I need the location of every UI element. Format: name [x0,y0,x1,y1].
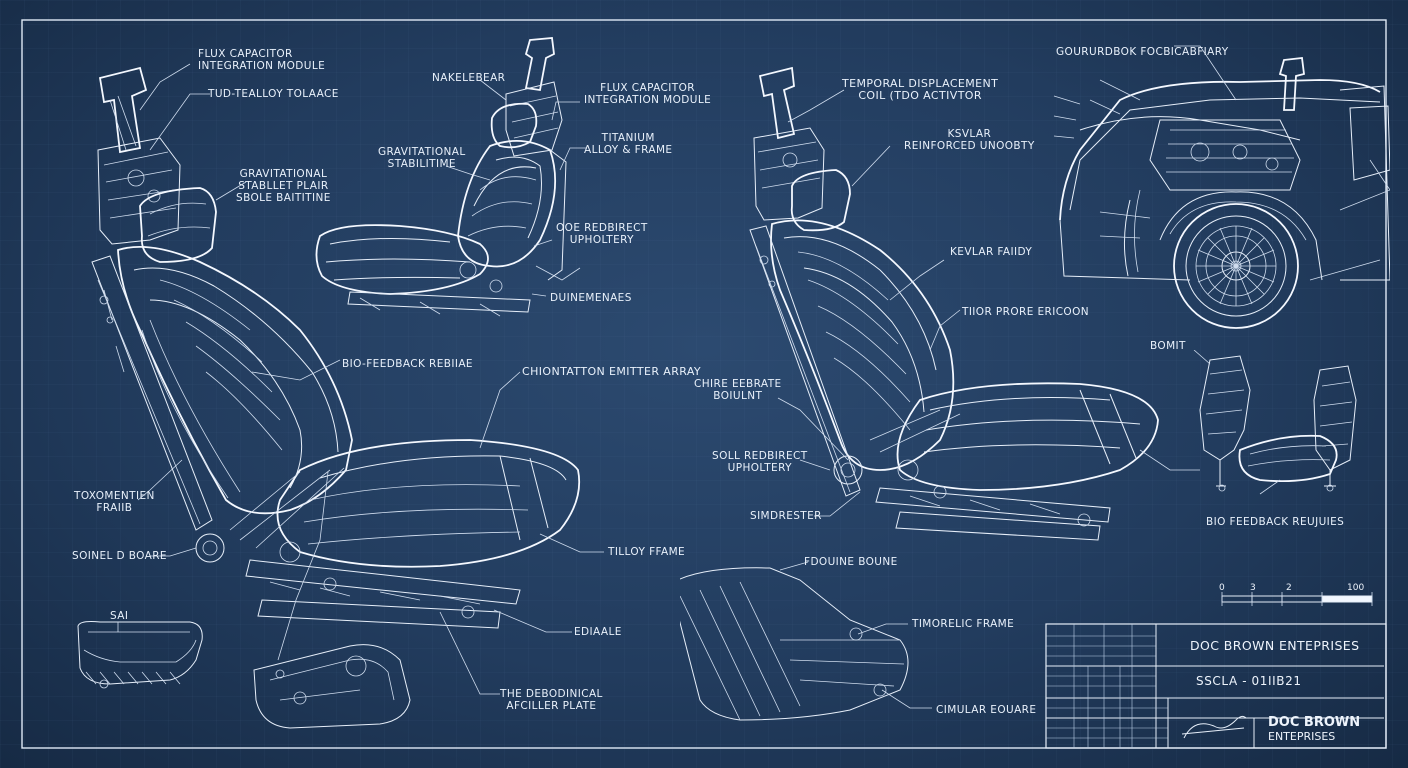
scale-tick-3: 100 [1347,583,1365,593]
seat-large-left-drawing [77,63,604,729]
callout-fdouine-boune-line-1: FDOUINE BOUNE [804,556,898,568]
callout-titanium-alloy-frame-line-2: ALLOY & FRAME [584,144,673,156]
vehicle-cutaway-drawing [1053,45,1390,329]
callout-ediaale: EDIAALE [574,626,622,638]
callout-gravitational-left-line-3: SBOLE BAITITINE [236,192,331,204]
callout-tud-tealloy: TUD-TEALLOY TOLAACE [208,88,339,100]
callout-cimular-eouare: CIMULAR EOUARE [936,704,1036,716]
callout-timorelic-frame-line-1: TIMORELIC FRAME [912,618,1015,630]
callout-duinemenaes: DUINEMENAES [550,292,632,304]
callout-simdrester: SIMDRESTER [750,510,822,522]
callout-flux-capacitor-left-line-1: FLUX CAPACITOR [198,48,293,60]
callout-cimular-eouare-line-1: CIMULAR EOUARE [936,704,1037,716]
callout-bio-feedback-left-line-1: BIO-FEEDBACK REBIIAE [342,358,473,370]
callout-ediaale-line-1: EDIAALE [574,626,622,638]
callout-sai: SAI [110,610,128,622]
callout-temporal-displacement-coil-line-2: COIL (TDO ACTIVTOR [858,89,982,102]
drawing-border [21,19,1387,749]
title-block-company: DOC BROWN ENTEPRISES [1190,638,1360,653]
callout-bio-feedback-left: BIO-FEEDBACK REBIIAE [342,358,473,370]
callout-nakelebear: NAKELEBEAR [432,72,505,84]
callout-tiior-proreeicon-line-1: TIIOR PRORE ERICOON [962,306,1090,318]
callout-chire-eebrate-line-2: BOIULNT [713,390,763,402]
seat-large-right-drawing [680,66,1200,721]
seat-small-right-drawing [1193,350,1357,495]
scale-tick-2: 2 [1286,583,1292,593]
callout-chire-eebrate-line-1: CHIRE EEBRATE [694,378,782,390]
callout-goururdbok-line-1: GOURURDBOK FOCBICABFIARY [1056,46,1229,58]
callout-soll-redbirect-upholstery-line-2: UPHOLTERY [727,462,792,474]
callout-tilloy-frame: TILLOY FFAME [608,546,685,558]
callout-orientation-emitter-array-line-1: CHIONTATTON EMITTER ARRAY [522,365,702,378]
title-block-logo-line2: ENTEPRISES [1268,730,1336,743]
callout-tud-tealloy-line-1: TUD-TEALLOY TOLAACE [208,88,339,100]
callout-bio-feedback-right: BIO FEEDBACK REUJUIES [1206,516,1344,528]
callout-gravitational-top-line-2: STABILITIME [387,158,456,170]
callout-toxomentien-frame-line-2: FRAIIB [96,502,133,514]
callout-ooe-redbirect-upholstery-line-2: UPHOLTERY [569,234,634,246]
callout-the-debodinical-plate-line-1: THE DEBODINICAL [500,688,603,700]
callout-tiior-proreeicon: TIIOR PRORE ERICOON [962,306,1089,318]
callout-soinel-board: SOINEL D BOARE [72,550,167,562]
callout-simdrester-line-1: SIMDRESTER [750,510,822,522]
scale-tick-1: 3 [1250,583,1256,593]
callout-goururdbok: GOURURDBOK FOCBICABFIARY [1056,46,1229,58]
callout-bomit: BOMIT [1150,340,1186,352]
callout-gravitational-top-line-1: GRAVITATIONAL [378,146,466,158]
callout-kevlar-reinforced-line-1: KSVLAR [947,128,992,140]
scale-bar [1221,592,1373,606]
callout-toxomentien-frame-line-1: TOXOMENTIEN [74,490,155,502]
callout-bomit-line-1: BOMIT [1150,340,1186,352]
callout-orientation-emitter-array: CHIONTATTON EMITTER ARRAY [522,366,701,378]
callout-gravitational-left-line-2: STABLLET PLAIR [238,180,329,192]
callout-gravitational-left-line-1: GRAVITATIONAL [239,168,328,180]
callout-timorelic-frame: TIMORELIC FRAME [912,618,1014,630]
scale-tick-0: 0 [1219,583,1225,593]
callout-kevlar-fairy-line-1: KEVLAR FAIIDY [950,246,1033,258]
callout-soll-redbirect-upholstery-line-1: SOLL REDBIRECT [712,450,808,462]
callout-kevlar-reinforced-line-2: REINFORCED UNOOBTY [904,140,1035,152]
callout-sai-line-1: SAI [110,610,129,622]
callout-fdouine-boune: FDOUINE BOUNE [804,556,898,568]
title-block [1045,623,1387,749]
callout-flux-capacitor-top-line-1: FLUX CAPACITOR [600,82,695,94]
seat-small-top-drawing [315,37,586,317]
callout-soinel-board-line-1: SOINEL D BOARE [72,550,167,562]
callout-kevlar-fairy: KEVLAR FAIIDY [950,246,1032,258]
callout-tilloy-frame-line-1: TILLOY FFAME [608,546,686,558]
callout-flux-capacitor-left-line-2: INTEGRATION MODULE [198,60,326,72]
title-block-sheet-code: SSCLA - 01IIB21 [1196,674,1302,688]
callout-nakelebear-line-1: NAKELEBEAR [432,72,506,84]
callout-temporal-displacement-coil-line-1: TEMPORAL DISPLACEMENT [842,77,999,90]
title-block-logo-line1: DOC BROWN [1268,715,1361,730]
callout-ooe-redbirect-upholstery-line-1: OOE REDBIRECT [556,222,648,234]
callout-bio-feedback-right-line-1: BIO FEEDBACK REUJUIES [1206,516,1345,528]
callout-flux-capacitor-top-line-2: INTEGRATION MODULE [584,94,712,106]
callout-titanium-alloy-frame-line-1: TITANIUM [601,132,655,144]
callout-the-debodinical-plate-line-2: AFCILLER PLATE [506,700,597,712]
callout-duinemenaes-line-1: DUINEMENAES [550,292,632,304]
